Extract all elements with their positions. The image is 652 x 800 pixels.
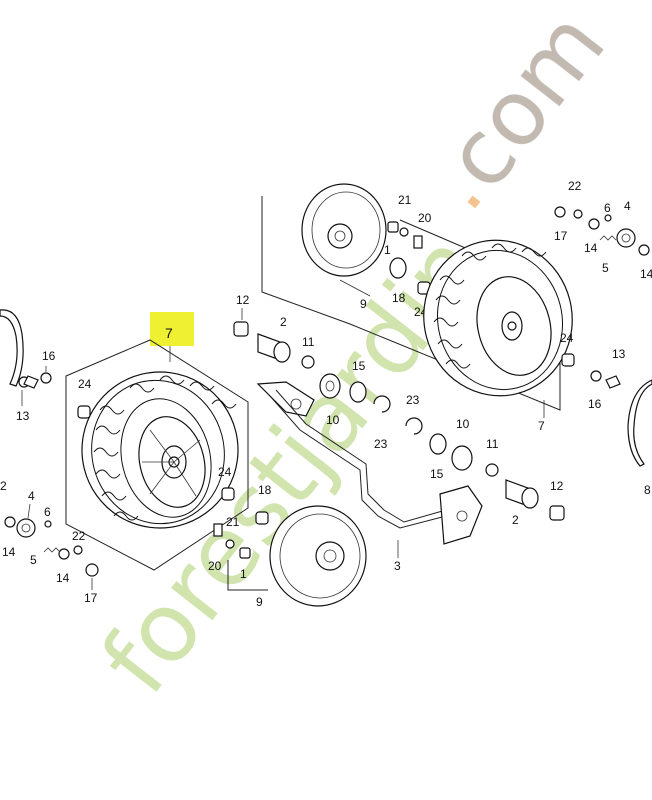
fr-label-6: 6 — [604, 201, 611, 215]
center-label-15: 15 — [352, 359, 366, 373]
fr-label-22: 22 — [568, 179, 582, 193]
right-wheel-group: 24 7 — [423, 239, 575, 433]
top-label-21: 21 — [398, 193, 412, 207]
highlight-box — [150, 312, 194, 346]
cr-label-2: 2 — [512, 513, 519, 527]
cr-label-23: 23 — [406, 393, 420, 407]
left-label-14b: 14 — [56, 571, 70, 585]
right-label-7: 7 — [538, 419, 545, 433]
top-label-9: 9 — [360, 297, 367, 311]
fr-label-8: 8 — [644, 483, 651, 497]
fr-label-14: 14 — [584, 241, 598, 255]
axle-label-3: 3 — [394, 559, 401, 573]
top-label-20: 20 — [418, 211, 432, 225]
cr-label-15: 15 — [430, 467, 444, 481]
left-label-24b: 24 — [218, 465, 232, 479]
left-label-13: 13 — [16, 409, 30, 423]
left-label-6: 6 — [44, 505, 51, 519]
top-label-1: 1 — [384, 243, 391, 257]
left-wheel-group: 24 24 — [65, 339, 249, 571]
center-label-10: 10 — [326, 413, 340, 427]
left-label-24a: 24 — [78, 377, 92, 391]
lower-label-9: 9 — [256, 595, 263, 609]
cr-label-12: 12 — [550, 479, 564, 493]
left-part-24b — [221, 487, 235, 501]
left-label-22: 22 — [72, 529, 86, 543]
center-label-23: 23 — [374, 437, 388, 451]
fr-label-13: 13 — [612, 347, 626, 361]
left-label-5: 5 — [30, 553, 37, 567]
lower-label-20: 20 — [208, 559, 222, 573]
lower-label-18: 18 — [258, 483, 272, 497]
lower-cap-9: 18 21 20 1 9 — [208, 483, 367, 609]
center-label-12: 12 — [236, 293, 250, 307]
label-7-highlight: 7 — [165, 325, 173, 341]
axle-3: 3 — [256, 381, 483, 573]
right-label-24: 24 — [560, 331, 574, 345]
lower-label-1: 1 — [240, 567, 247, 581]
fr-label-17: 17 — [554, 229, 568, 243]
left-gear-4 — [16, 518, 36, 538]
left-part-24a — [77, 405, 91, 419]
fr-label-4: 4 — [624, 199, 631, 213]
cr-label-10: 10 — [456, 417, 470, 431]
fr-label-5: 5 — [602, 261, 609, 275]
left-label-17: 17 — [84, 591, 98, 605]
far-right-parts: 17 22 14 6 5 4 14 16 13 8 — [554, 179, 652, 497]
center-right-parts: 23 15 10 11 2 12 — [405, 393, 565, 527]
fr-label-16: 16 — [588, 397, 602, 411]
far-left-parts: 16 13 4 2 14 6 5 14 22 17 — [0, 309, 99, 605]
center-label-2: 2 — [280, 315, 287, 329]
lower-label-21: 21 — [226, 515, 240, 529]
left-label-4: 4 — [28, 489, 35, 503]
cr-label-11: 11 — [486, 437, 499, 451]
center-axle-group: 12 2 11 10 15 23 — [233, 293, 391, 451]
top-label-18: 18 — [392, 291, 406, 305]
center-label-11: 11 — [302, 335, 315, 349]
right-gear-4 — [616, 228, 636, 248]
left-label-2: 2 — [0, 479, 7, 493]
left-label-14a: 14 — [2, 545, 16, 559]
left-label-16: 16 — [42, 349, 56, 363]
fr-label-14b: 14 — [640, 267, 652, 281]
